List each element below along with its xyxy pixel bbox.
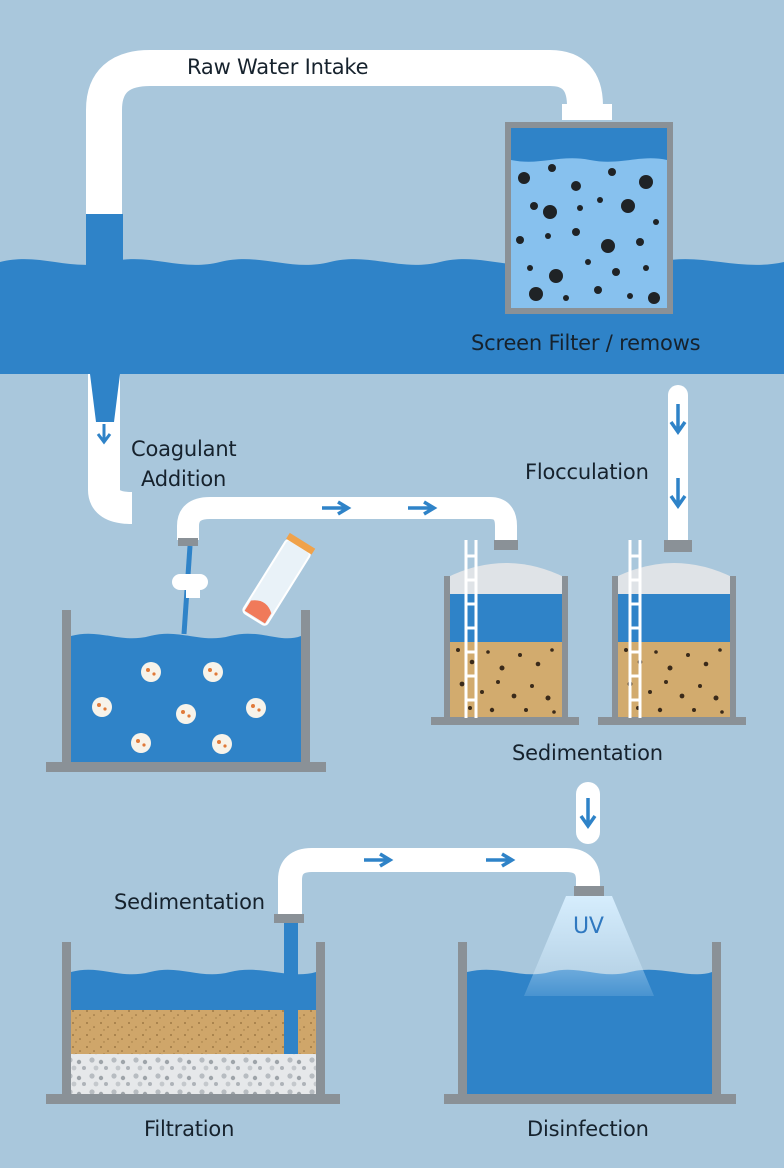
uv-label: UV [573, 914, 604, 939]
filtration-tank [46, 914, 340, 1104]
flow-arrow-2 [669, 404, 687, 436]
intake-pipe-collar [562, 104, 612, 120]
uv-lamp-cap [574, 886, 604, 896]
flow-arrow-8 [486, 852, 516, 868]
intake-pipe-water [86, 214, 123, 266]
flocculation-label: Flocculation [525, 460, 649, 484]
sedimentation-tank-right [598, 540, 746, 725]
sedimentation-tank-left [431, 540, 579, 725]
coagulant-bottle-icon [242, 532, 316, 626]
coagulant-feed-pipe-water [90, 374, 120, 422]
flow-arrow-6 [579, 798, 597, 830]
coagulant-label-line1: Coagulant [131, 437, 237, 461]
flow-arrow-7 [364, 852, 394, 868]
coagulant-label-line2: Addition [141, 467, 227, 491]
coagulant-feed-pipe [88, 374, 133, 524]
sedimentation-pipe-cap [494, 540, 518, 550]
flow-arrow-5 [408, 500, 438, 516]
flow-arrow-3 [669, 478, 687, 510]
coagulant-tank [46, 545, 326, 772]
sedimentation-tanks-label: Sedimentation [512, 741, 663, 765]
disinfection-tank [444, 896, 736, 1104]
coagulant-to-sedimentation-pipe [177, 497, 517, 540]
coagulant-pipe-cap [178, 538, 198, 546]
disinfection-label: Disinfection [527, 1117, 649, 1141]
filtration-label: Filtration [144, 1117, 235, 1141]
flow-arrow-1 [96, 424, 112, 445]
intake-pipe [86, 50, 603, 262]
flow-arrow-4 [322, 500, 352, 516]
uv-light-beam [524, 896, 654, 996]
coagulant-flocs [92, 662, 266, 754]
screen-filter-tank [505, 122, 673, 314]
sedimentation-pipe-label: Sedimentation [114, 890, 265, 914]
screen-filter-label: Screen Filter / remows [471, 331, 701, 355]
flocculation-pipe-cap [664, 540, 692, 552]
filtration-to-uv-pipe [278, 848, 600, 916]
raw-water-intake-label: Raw Water Intake [187, 55, 369, 79]
